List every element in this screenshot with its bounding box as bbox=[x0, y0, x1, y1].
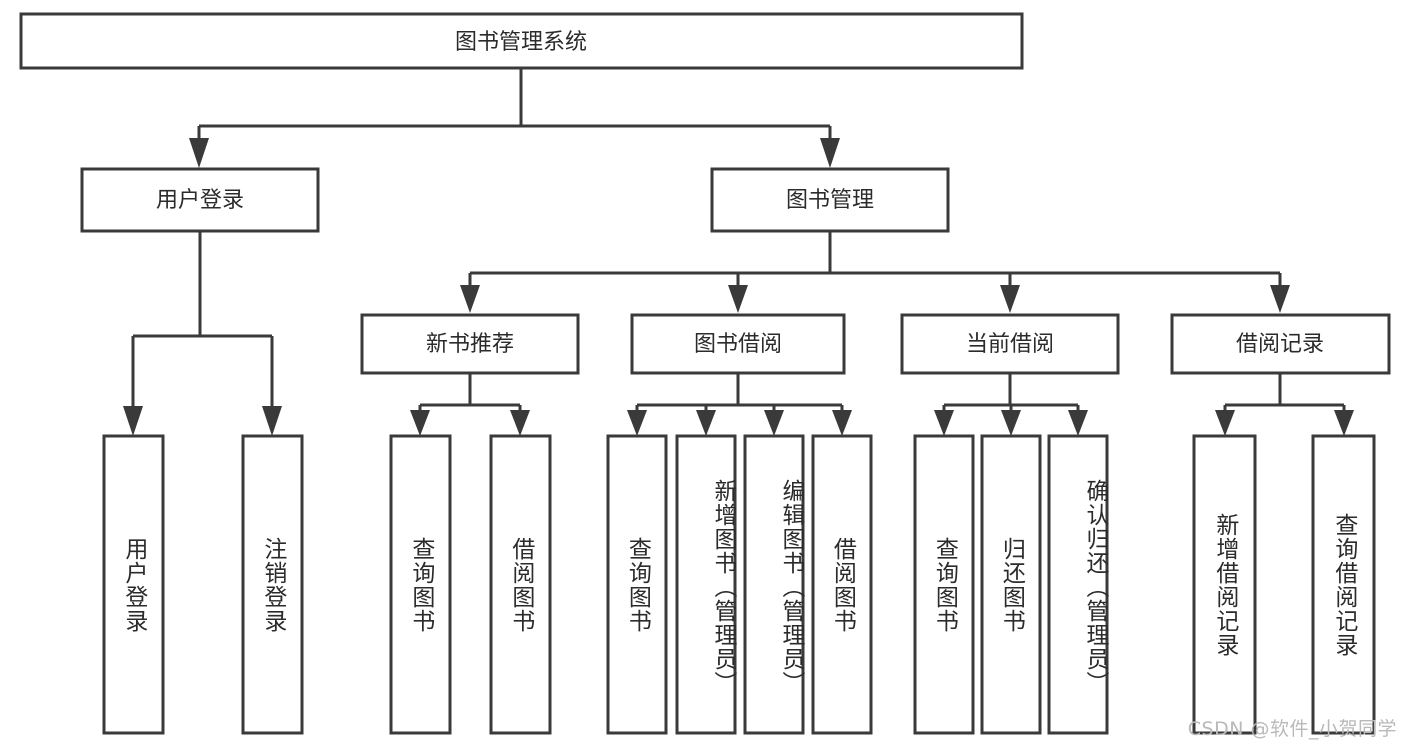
node-box-new-book-recommend[interactable] bbox=[360, 313, 580, 375]
arrow-head-current-borrow bbox=[1000, 285, 1020, 313]
arrow-head-leaf-logout-login bbox=[262, 406, 282, 436]
node-label-book-manage: 图书管理 bbox=[786, 188, 874, 213]
node-box-current-borrow[interactable] bbox=[900, 313, 1120, 375]
node-box-book-manage[interactable] bbox=[710, 167, 950, 233]
csdn-watermark: CSDN @软件_小贺同学 bbox=[1187, 718, 1397, 740]
node-box-borrow-record[interactable] bbox=[1170, 313, 1391, 375]
arrow-head-leaf-borrow-book-2 bbox=[832, 410, 852, 436]
node-box-leaf-query-record[interactable] bbox=[1311, 434, 1376, 735]
node-label-root: 图书管理系统 bbox=[455, 30, 587, 55]
node-label-book-borrow: 图书借阅 bbox=[694, 332, 782, 357]
arrow-head-leaf-query-record bbox=[1334, 410, 1354, 436]
node-box-leaf-add-record[interactable] bbox=[1192, 434, 1257, 735]
node-label-new-book-recommend: 新书推荐 bbox=[426, 332, 514, 357]
node-box-leaf-query-book-3[interactable] bbox=[913, 434, 975, 735]
node-box-leaf-query-book-2[interactable] bbox=[606, 434, 668, 735]
node-box-leaf-user-login[interactable] bbox=[102, 434, 165, 735]
arrow-head-user-login bbox=[189, 138, 209, 168]
arrow-head-leaf-add-book bbox=[696, 410, 716, 436]
node-box-book-borrow[interactable] bbox=[630, 313, 846, 375]
arrow-head-leaf-confirm-return bbox=[1068, 410, 1088, 436]
arrow-head-leaf-user-login bbox=[123, 406, 143, 436]
arrow-head-book-borrow bbox=[728, 285, 748, 313]
node-box-leaf-edit-book[interactable] bbox=[743, 434, 805, 735]
arrow-head-book-manage bbox=[820, 138, 840, 168]
node-box-root[interactable] bbox=[19, 12, 1024, 70]
node-box-leaf-borrow-book-1[interactable] bbox=[489, 434, 552, 735]
node-box-leaf-confirm-return[interactable] bbox=[1047, 434, 1109, 735]
arrow-head-leaf-edit-book bbox=[764, 410, 784, 436]
node-label-current-borrow: 当前借阅 bbox=[966, 332, 1054, 357]
arrow-head-leaf-add-record bbox=[1215, 410, 1235, 436]
arrow-head-leaf-borrow-book-1 bbox=[510, 410, 530, 436]
node-label-user-login: 用户登录 bbox=[156, 188, 244, 213]
node-box-leaf-logout-login[interactable] bbox=[241, 434, 304, 735]
node-label-borrow-record: 借阅记录 bbox=[1236, 332, 1324, 357]
arrow-head-leaf-query-book-3 bbox=[934, 410, 954, 436]
node-box-leaf-add-book[interactable] bbox=[675, 434, 737, 735]
arrow-head-leaf-return-book bbox=[1001, 410, 1021, 436]
arrow-head-leaf-query-book-2 bbox=[627, 410, 647, 436]
arrow-head-leaf-query-book-1 bbox=[410, 410, 430, 436]
node-box-leaf-borrow-book-2[interactable] bbox=[811, 434, 873, 735]
arrow-head-borrow-record bbox=[1270, 285, 1290, 313]
node-box-leaf-return-book[interactable] bbox=[980, 434, 1042, 735]
node-box-leaf-query-book-1[interactable] bbox=[389, 434, 452, 735]
arrow-head-new-book-recommend bbox=[460, 285, 480, 313]
